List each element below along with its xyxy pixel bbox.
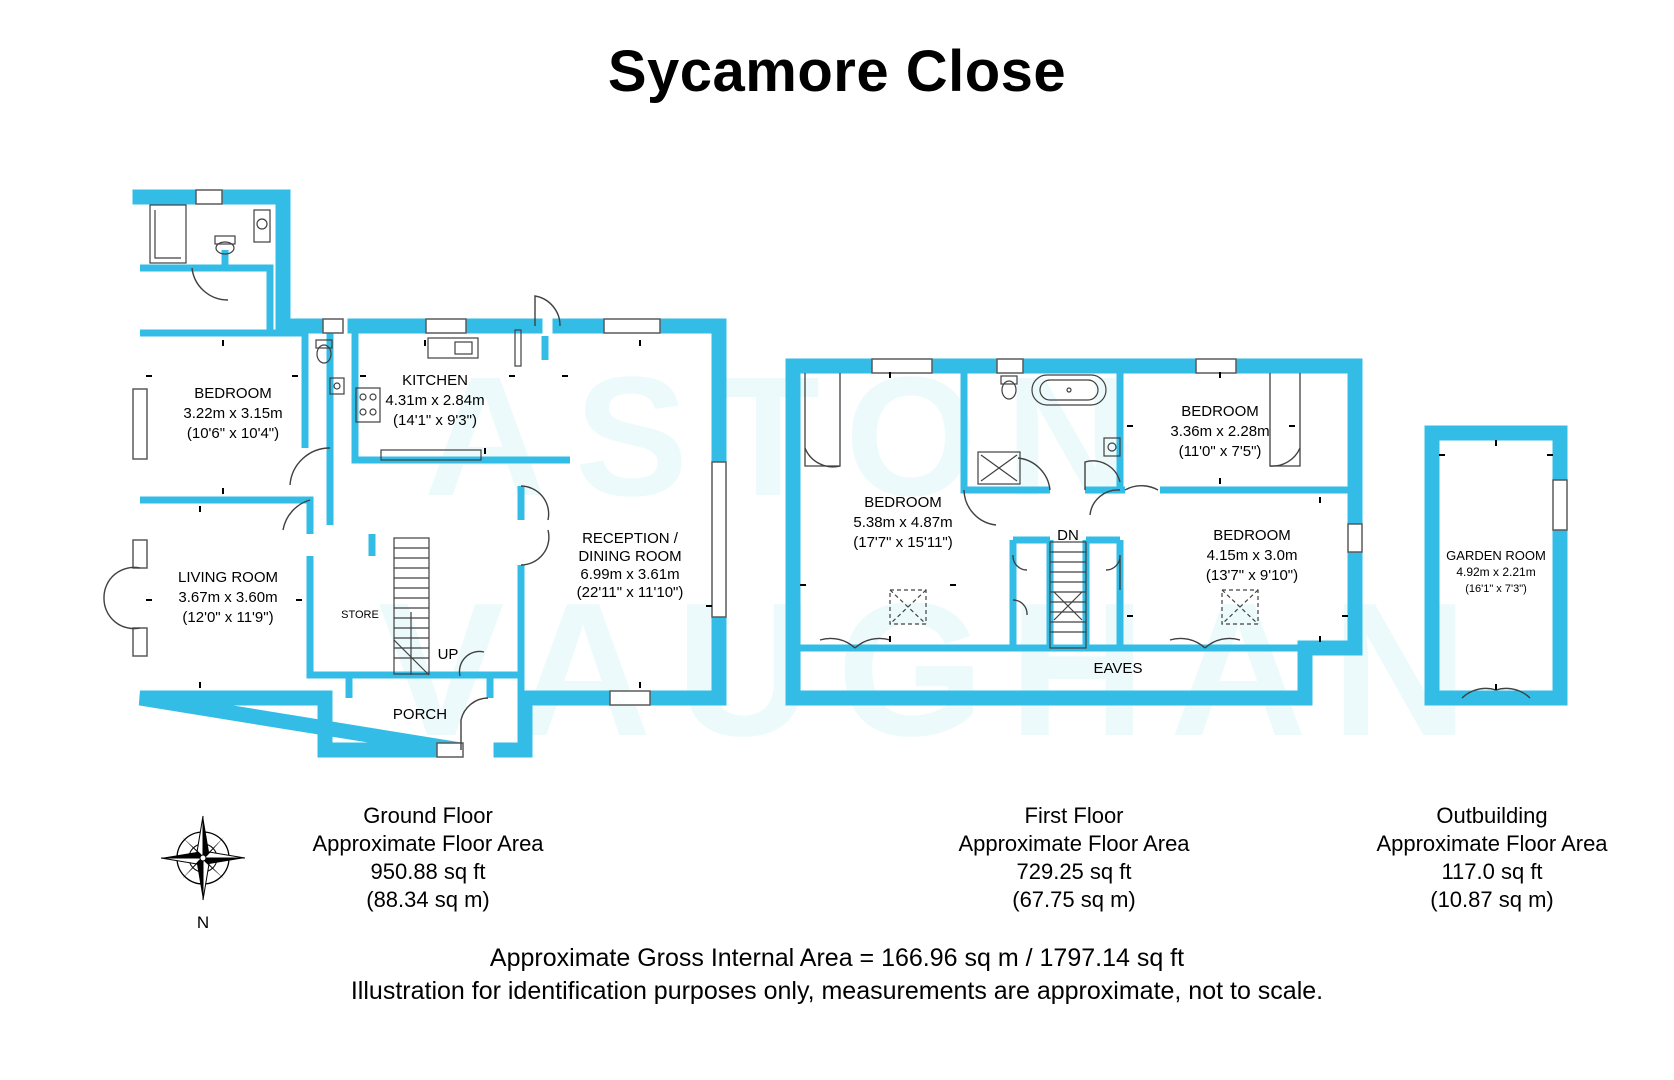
outbuilding-sqft: 117.0 sq ft — [1441, 859, 1543, 884]
ff-bedroom-2-name: BEDROOM — [1181, 403, 1259, 420]
porch-label: PORCH — [393, 706, 447, 723]
ff-bedroom-3-imperial: (13'7" x 9'10") — [1206, 567, 1298, 584]
ff-bedroom-1-imperial: (17'7" x 15'11") — [853, 534, 953, 551]
garden-room-name: GARDEN ROOM — [1446, 548, 1546, 563]
first-floor-doors — [804, 447, 1301, 649]
outbuilding-area-label: Approximate Floor Area — [1376, 831, 1608, 856]
gf-bedroom-imperial: (10'6" x 10'4") — [187, 425, 279, 442]
ground-floor-windows — [132, 189, 727, 758]
eaves-label: EAVES — [1094, 660, 1143, 677]
ff-bedroom-1-name: BEDROOM — [864, 494, 942, 511]
ground-floor-sqm: (88.34 sq m) — [366, 887, 490, 912]
outbuilding-name: Outbuilding — [1436, 803, 1548, 828]
gf-bedroom-name: BEDROOM — [194, 385, 272, 402]
first-floor-sqft: 729.25 sq ft — [1016, 859, 1132, 884]
outbuilding-door — [1461, 687, 1531, 699]
ground-floor-sqft: 950.88 sq ft — [370, 859, 486, 884]
first-floor-area-label: Approximate Floor Area — [958, 831, 1190, 856]
garden-room-imperial: (16'1" x 7'3") — [1465, 583, 1527, 595]
ground-floor-staircase — [393, 537, 430, 676]
ground-floor-doors — [103, 267, 561, 750]
ground-floor-area-label: Approximate Floor Area — [312, 831, 544, 856]
ground-floor-fixtures — [149, 204, 522, 461]
ground-floor-plan: BEDROOM 3.22m x 3.15m (10'6" x 10'4") KI… — [103, 189, 727, 758]
first-floor-sqm: (67.75 sq m) — [1012, 887, 1136, 912]
gf-living-imperial: (12'0" x 11'9") — [182, 609, 273, 626]
gf-bedroom-metric: 3.22m x 3.15m — [183, 405, 282, 422]
gf-kitchen-imperial: (14'1" x 9'3") — [393, 412, 477, 429]
watermark: ASTON VAUGHAN — [378, 342, 1492, 776]
watermark-line-2: VAUGHAN — [378, 564, 1492, 776]
disclaimer-text: Illustration for identification purposes… — [350, 977, 1324, 1005]
plan-title: Sycamore Close — [607, 39, 1067, 104]
outbuilding-plan: GARDEN ROOM 4.92m x 2.21m (16'1" x 7'3") — [1424, 425, 1568, 706]
gross-area-block: Approximate Gross Internal Area = 166.96… — [0, 942, 1674, 1008]
gf-living-name: LIVING ROOM — [178, 569, 278, 586]
first-floor-staircase — [1049, 541, 1087, 649]
gross-area-text: Approximate Gross Internal Area = 166.96… — [489, 944, 1185, 972]
first-floor-fixtures — [889, 374, 1259, 625]
north-label: N — [197, 913, 209, 932]
stairs-up-label: UP — [438, 646, 459, 663]
gf-reception-name-2: DINING ROOM — [578, 548, 681, 565]
first-floor-name: First Floor — [1024, 803, 1124, 828]
compass-icon — [160, 815, 246, 901]
ground-floor-name: Ground Floor — [363, 803, 493, 828]
ff-bedroom-3-name: BEDROOM — [1213, 527, 1291, 544]
gf-living-metric: 3.67m x 3.60m — [178, 589, 277, 606]
ground-floor-dimension-ticks — [146, 340, 712, 688]
ff-bedroom-1-metric: 5.38m x 4.87m — [853, 514, 952, 531]
ff-bedroom-2-metric: 3.36m x 2.28m — [1170, 423, 1269, 440]
gf-reception-name: RECEPTION / — [582, 530, 679, 547]
store-label: STORE — [341, 609, 379, 621]
outbuilding-dimension-ticks — [1439, 440, 1553, 690]
outbuilding-windows — [1552, 479, 1568, 531]
gf-kitchen-name: KITCHEN — [402, 372, 468, 389]
ff-bedroom-2-imperial: (11'0" x 7'5") — [1179, 443, 1262, 460]
first-floor-plan: BEDROOM 5.38m x 4.87m (17'7" x 15'11") B… — [785, 358, 1363, 706]
first-floor-wardrobes — [804, 373, 1301, 467]
outbuilding-walls — [1424, 425, 1568, 706]
first-floor-dimension-ticks — [800, 372, 1348, 642]
first-floor-area: First Floor Approximate Floor Area 729.2… — [924, 802, 1224, 914]
gf-reception-imperial: (22'11" x 11'10") — [577, 584, 684, 601]
outbuilding-area: Outbuilding Approximate Floor Area 117.0… — [1342, 802, 1642, 914]
gf-reception-metric: 6.99m x 3.61m — [580, 566, 679, 583]
gf-kitchen-metric: 4.31m x 2.84m — [385, 392, 484, 409]
garden-room-metric: 4.92m x 2.21m — [1456, 565, 1535, 579]
first-floor-windows — [871, 358, 1363, 553]
stairs-down-label: DN — [1057, 527, 1079, 544]
ff-bedroom-3-metric: 4.15m x 3.0m — [1207, 547, 1298, 564]
ground-floor-area: Ground Floor Approximate Floor Area 950.… — [278, 802, 578, 914]
outbuilding-sqm: (10.87 sq m) — [1430, 887, 1554, 912]
